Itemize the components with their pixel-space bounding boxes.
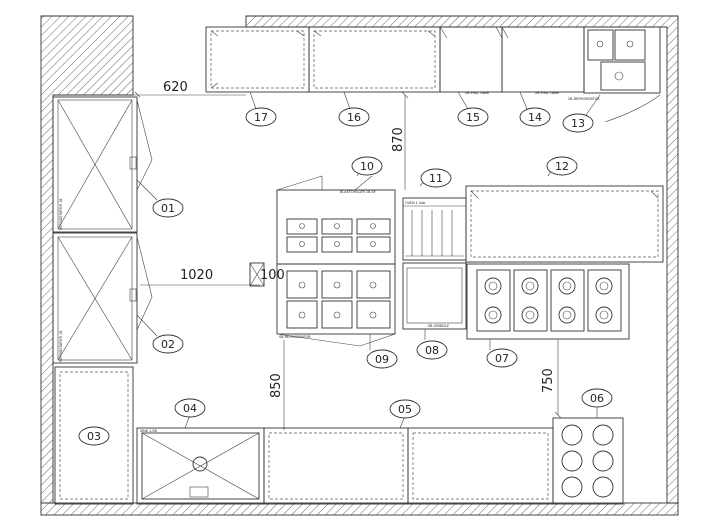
- range-06: [552, 417, 624, 505]
- refrigerator-02: [52, 232, 153, 364]
- tag-label: 14: [528, 111, 542, 124]
- label-08: SB-GRIDDLE: [428, 324, 449, 328]
- tag-label: 13: [571, 117, 585, 130]
- label-01: REFRIGERATOR 1B: [59, 198, 63, 230]
- dimension-1020: 1020: [180, 268, 213, 283]
- tag-label: 11: [429, 172, 443, 185]
- dimension-620: 620: [163, 80, 188, 95]
- tag-13: 13: [562, 113, 594, 133]
- tag-label: 15: [466, 111, 480, 124]
- pillar: [249, 262, 265, 287]
- refrigerator-13: [583, 26, 661, 94]
- tag-15: 15: [457, 107, 489, 127]
- tag-17: 17: [245, 107, 277, 127]
- tag-10: 10: [351, 156, 383, 176]
- refrigerator-10: [276, 175, 396, 265]
- refrigerator-09: [276, 263, 396, 347]
- tag-07: 07: [486, 348, 518, 368]
- induction-07: [466, 263, 630, 340]
- tag-label: 12: [555, 160, 569, 173]
- dimension-850: 850: [269, 373, 284, 398]
- label-02: REFRIGERATOR 1B: [59, 330, 63, 362]
- door-swing-13: [604, 94, 661, 123]
- label-11: OVEN 1 hob: [405, 201, 425, 205]
- wall-bottom: [40, 502, 679, 516]
- label-04: SINK 1-SB: [140, 429, 158, 433]
- tag-11: 11: [420, 168, 452, 188]
- wall-cabinet-16: [308, 26, 441, 93]
- tag-14: 14: [519, 107, 551, 127]
- counter-12: [465, 185, 664, 263]
- cabinet-03: [54, 366, 134, 505]
- dimension-750: 750: [541, 368, 556, 393]
- refrigerator-01: [52, 96, 153, 233]
- tag-label: 02: [161, 338, 175, 351]
- tag-label: 16: [347, 111, 361, 124]
- tag-02: 02: [152, 334, 184, 354]
- tag-label: 09: [375, 353, 389, 366]
- label-13: 2B-REFRIGERATOR: [568, 97, 600, 101]
- tag-03: 03: [78, 426, 110, 446]
- label-15: 2B-Prep. table: [465, 91, 489, 95]
- tag-12: 12: [546, 156, 578, 176]
- griddle-08: [402, 262, 467, 330]
- tag-label: 01: [161, 202, 175, 215]
- leader-lines: [136, 91, 601, 429]
- tag-label: 17: [254, 111, 268, 124]
- label-09: SB-REFRIGERATOR: [279, 335, 311, 339]
- wall-cabinet-15: [439, 26, 503, 93]
- tag-label: 04: [183, 402, 197, 415]
- tag-label: 08: [425, 344, 439, 357]
- tag-04: 04: [174, 398, 206, 418]
- wall-top-right: [245, 15, 679, 504]
- tag-06: 06: [581, 388, 613, 408]
- tag-label: 03: [87, 430, 101, 443]
- tag-label: 06: [590, 392, 604, 405]
- tag-label: 10: [360, 160, 374, 173]
- walls: [40, 15, 679, 516]
- dimension-100: 100: [260, 268, 285, 283]
- tag-01: 01: [152, 198, 184, 218]
- tag-05: 05: [389, 399, 421, 419]
- wall-cabinet-14: [501, 26, 585, 93]
- oven-11: [402, 197, 467, 261]
- tag-16: 16: [338, 107, 370, 127]
- tag-label: 05: [398, 403, 412, 416]
- tag-label: 07: [495, 352, 509, 365]
- sink-04: [136, 427, 265, 505]
- tag-08: 08: [416, 340, 448, 360]
- tag-09: 09: [366, 349, 398, 369]
- dimension-870: 870: [391, 127, 406, 152]
- equipment-tags: 01 02 03 04 05 06 07 08 09 10 11 12 13 14 15 16 17: [78, 107, 613, 446]
- workbench-05: [263, 427, 554, 505]
- wall-cabinet-17: [205, 26, 310, 93]
- label-14: 2B-Prep. table: [535, 91, 559, 95]
- dimension-lines: [133, 91, 562, 430]
- label-10: BLASTCHILLER 1B-SF: [340, 190, 376, 194]
